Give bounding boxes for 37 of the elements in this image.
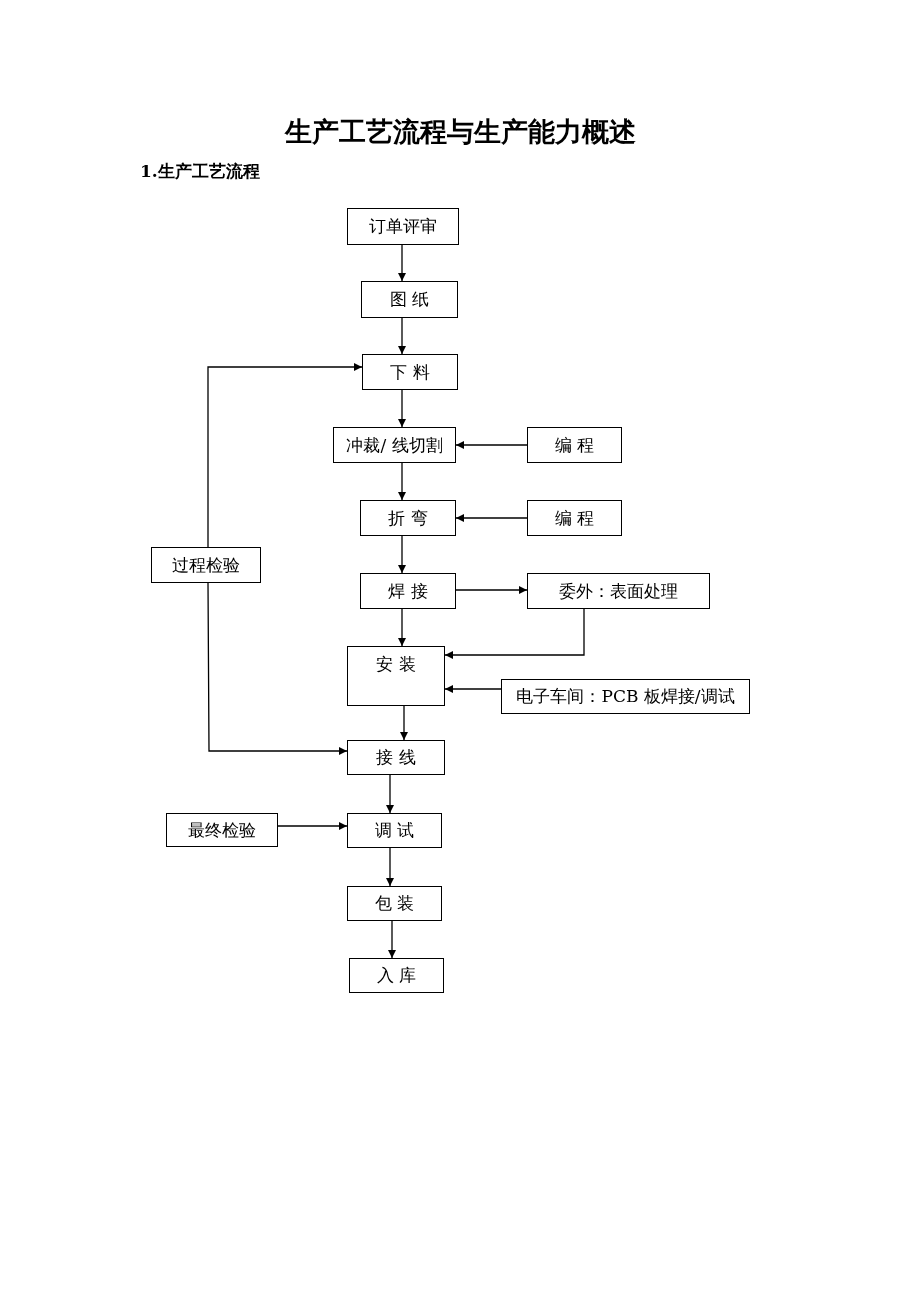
process-box: 入 库 <box>349 958 444 993</box>
arrow <box>386 847 394 887</box>
arrow <box>398 389 406 428</box>
arrow <box>386 774 394 814</box>
section-heading: 1.生产工艺流程 <box>140 160 260 183</box>
process-box: 包 装 <box>347 886 442 921</box>
process-box: 冲裁/ 线切割 <box>333 427 456 463</box>
arrow <box>444 608 585 659</box>
arrow <box>398 462 406 501</box>
arrow <box>455 441 528 449</box>
process-box: 编 程 <box>527 500 622 536</box>
arrow <box>277 822 348 830</box>
arrow <box>398 535 406 574</box>
process-box: 焊 接 <box>360 573 456 609</box>
process-box: 委外：表面处理 <box>527 573 710 609</box>
arrow <box>398 608 406 647</box>
arrow <box>388 920 396 959</box>
page-title: 生产工艺流程与生产能力概述 <box>283 115 637 149</box>
process-box: 调 试 <box>347 813 442 848</box>
process-box: 下 料 <box>362 354 458 390</box>
arrow <box>400 705 408 741</box>
arrow <box>444 685 502 693</box>
process-box: 过程检验 <box>151 547 261 583</box>
process-box: 折 弯 <box>360 500 456 536</box>
arrow <box>398 244 406 282</box>
process-box: 电子车间：PCB 板焊接/调试 <box>501 679 750 714</box>
process-box: 安 装 <box>347 646 445 706</box>
arrow <box>455 586 528 594</box>
arrow <box>455 514 528 522</box>
process-box: 订单评审 <box>347 208 459 245</box>
process-box: 图 纸 <box>361 281 458 318</box>
process-box: 编 程 <box>527 427 622 463</box>
arrow <box>207 363 363 548</box>
process-box: 最终检验 <box>166 813 278 847</box>
arrow <box>207 582 348 755</box>
arrow <box>398 317 406 355</box>
process-box: 接 线 <box>347 740 445 775</box>
